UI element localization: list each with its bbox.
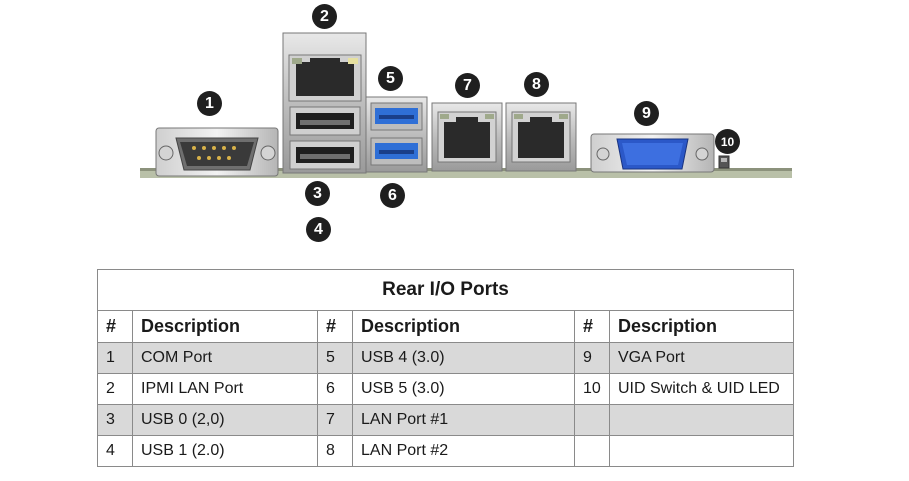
table-title: Rear I/O Ports: [97, 269, 794, 311]
usb3-stack: [365, 96, 428, 173]
com-port: [155, 127, 279, 177]
cell-description: USB 4 (3.0): [352, 342, 575, 374]
cell-description: IPMI LAN Port: [132, 373, 318, 405]
cell-number: [574, 404, 610, 436]
callout-9: 9: [634, 101, 659, 126]
rear-io-diagram: 1 2 3 4 5 6 7 8 9 10: [140, 4, 792, 242]
lan-port-2: [505, 102, 577, 172]
table-row: 4 USB 1 (2.0) 8 LAN Port #2: [97, 435, 794, 467]
cell-number: 9: [574, 342, 610, 374]
cell-number: 4: [97, 435, 133, 467]
uid-switch: [718, 155, 730, 169]
callout-8: 8: [524, 72, 549, 97]
callout-6: 6: [380, 183, 405, 208]
callout-3: 3: [305, 181, 330, 206]
callout-7: 7: [455, 73, 480, 98]
cell-number: 5: [317, 342, 353, 374]
cell-description: VGA Port: [609, 342, 794, 374]
cell-description: UID Switch & UID LED: [609, 373, 794, 405]
cell-description: [609, 404, 794, 436]
callout-10: 10: [715, 129, 740, 154]
header-number: #: [574, 310, 610, 343]
callout-4: 4: [306, 217, 331, 242]
cell-number: 2: [97, 373, 133, 405]
callout-5: 5: [378, 66, 403, 91]
table-row: 3 USB 0 (2,0) 7 LAN Port #1: [97, 404, 794, 436]
header-number: #: [317, 310, 353, 343]
rear-io-ports-table: Rear I/O Ports # Description # Descripti…: [97, 269, 794, 467]
cell-description: USB 5 (3.0): [352, 373, 575, 405]
cell-number: 1: [97, 342, 133, 374]
table-row: 1 COM Port 5 USB 4 (3.0) 9 VGA Port: [97, 342, 794, 374]
ipmi-lan-usb-stack: [282, 32, 367, 174]
cell-description: USB 0 (2,0): [132, 404, 318, 436]
header-description: Description: [352, 310, 575, 343]
table-row: 2 IPMI LAN Port 6 USB 5 (3.0) 10 UID Swi…: [97, 373, 794, 405]
cell-number: 10: [574, 373, 610, 405]
lan-port-1: [431, 102, 503, 172]
rear-panel-illustration: [140, 32, 792, 178]
cell-number: 6: [317, 373, 353, 405]
cell-description: COM Port: [132, 342, 318, 374]
callout-2: 2: [312, 4, 337, 29]
vga-port: [590, 133, 715, 173]
callout-1: 1: [197, 91, 222, 116]
header-description: Description: [132, 310, 318, 343]
cell-description: [609, 435, 794, 467]
header-description: Description: [609, 310, 794, 343]
cell-description: LAN Port #2: [352, 435, 575, 467]
cell-description: LAN Port #1: [352, 404, 575, 436]
header-number: #: [97, 310, 133, 343]
cell-description: USB 1 (2.0): [132, 435, 318, 467]
cell-number: 7: [317, 404, 353, 436]
cell-number: 8: [317, 435, 353, 467]
cell-number: [574, 435, 610, 467]
cell-number: 3: [97, 404, 133, 436]
